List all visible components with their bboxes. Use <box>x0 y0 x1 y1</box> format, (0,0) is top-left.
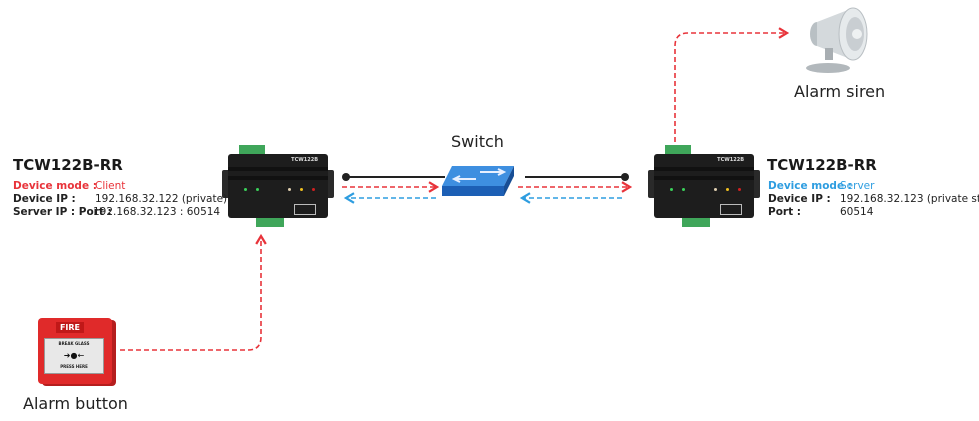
server-ip-value: 192.168.32.123 (private static) <box>840 193 979 205</box>
client-mode-label: Device mode : <box>13 180 97 192</box>
alarm-button-image: FIRE BREAK GLASS ➜●← PRESS HERE <box>38 318 112 384</box>
led-rel1 <box>244 188 247 191</box>
panel-label: TCW122B <box>291 157 318 163</box>
press-arrows-icon: ➜●← <box>63 351 85 360</box>
client-device-title: TCW122B-RR <box>13 156 123 174</box>
terminal-block-bottom <box>256 218 284 227</box>
led-net <box>714 188 717 191</box>
terminal-block-top <box>665 145 691 154</box>
server-device-info: Device mode :Server Device IP : 192.168.3… <box>768 180 979 219</box>
client-server-label: Server IP : Port : <box>13 206 112 218</box>
alarm-input-arrow <box>120 233 267 351</box>
device-body: TCW122B <box>222 154 334 218</box>
fire-label: FIRE <box>56 322 84 333</box>
led-rel2 <box>256 188 259 191</box>
device-body: TCW122B <box>648 154 760 218</box>
client-mode-value: Client <box>95 180 126 192</box>
client-device-image: TCW122B <box>222 145 334 227</box>
led-net <box>288 188 291 191</box>
led-sys <box>312 188 315 191</box>
server-mode-value: Server <box>840 180 875 192</box>
ethernet-port <box>720 204 742 215</box>
led-rel1 <box>670 188 673 191</box>
siren-output-arrow <box>674 27 790 142</box>
cable-left-node <box>342 173 350 181</box>
server-ip-label: Device IP : <box>768 193 831 205</box>
led-rel2 <box>682 188 685 191</box>
led-sys <box>738 188 741 191</box>
break-glass-window: BREAK GLASS ➜●← PRESS HERE <box>44 338 104 374</box>
server-device-image: TCW122B <box>648 145 760 227</box>
client-ip-value: 192.168.32.122 (private) <box>95 193 228 205</box>
alarm-button-label: Alarm button <box>23 394 128 413</box>
siren-label: Alarm siren <box>794 82 886 101</box>
led-link <box>300 188 303 191</box>
server-port-label: Port : <box>768 206 801 218</box>
terminal-block-top <box>239 145 265 154</box>
ethernet-port <box>294 204 316 215</box>
client-device-info: Device mode :Client Device IP : 192.168.3… <box>13 180 227 219</box>
server-mode-label: Device mode : <box>768 180 852 192</box>
press-here-text: PRESS HERE <box>60 364 88 369</box>
server-port-value: 60514 <box>840 206 874 218</box>
panel-label: TCW122B <box>717 157 744 163</box>
client-ip-label: Device IP : <box>13 193 76 205</box>
led-link <box>726 188 729 191</box>
switch-label: Switch <box>451 132 504 151</box>
terminal-block-bottom <box>682 218 710 227</box>
cable-right-node <box>621 173 629 181</box>
server-device-title: TCW122B-RR <box>767 156 877 174</box>
client-server-value: 192.168.32.123 : 60514 <box>93 206 221 218</box>
break-glass-text: BREAK GLASS <box>58 341 90 346</box>
switch-icon <box>442 166 514 196</box>
siren-icon <box>806 7 868 73</box>
